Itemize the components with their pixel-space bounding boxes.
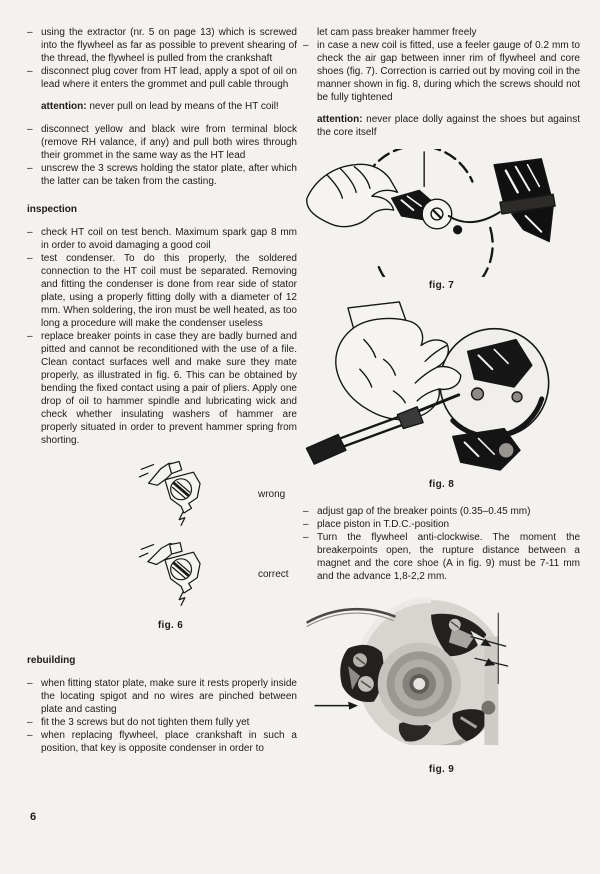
fig6-correct-row: correct	[135, 537, 297, 611]
fig6-correct-label: correct	[258, 568, 289, 580]
attention-label: attention:	[41, 101, 87, 112]
list-dash: –	[27, 331, 33, 342]
list-item-text: disconnect plug cover from HT lead, appl…	[41, 66, 297, 90]
hand-holding-flywheel-sketch	[306, 149, 556, 277]
attention-note: attention: never place dolly against the…	[303, 113, 580, 139]
attention-text: never pull on lead by means of the HT co…	[86, 101, 279, 112]
list-dash: –	[27, 66, 33, 77]
figure-9: fig. 9	[303, 597, 580, 776]
attention-text: never place dolly against the shoes but …	[317, 114, 580, 138]
fig6-caption: fig. 6	[157, 620, 184, 631]
list-item-text: disconnect yellow and black wire from te…	[41, 124, 297, 161]
list-item: – fit the 3 screws but do not tighten th…	[27, 716, 297, 729]
list-item: – check HT coil on test bench. Maximum s…	[27, 226, 297, 252]
continuation-text: let cam pass breaker hammer freely	[317, 27, 477, 38]
flywheel-photo	[304, 597, 574, 755]
list-item-text: unscrew the 3 screws holding the stator …	[41, 163, 297, 187]
list-item: – adjust gap of the breaker points (0.35…	[303, 505, 580, 518]
list-item: – in case a new coil is fitted, use a fe…	[303, 39, 580, 104]
list-dash: –	[27, 717, 33, 728]
list-item: – disconnect plug cover from HT lead, ap…	[27, 65, 297, 91]
list-item: – when fitting stator plate, make sure i…	[27, 677, 297, 716]
fig7-caption: fig. 7	[428, 280, 455, 291]
fig8-caption: fig. 8	[428, 479, 455, 490]
list-dash: –	[303, 506, 309, 517]
fig6-wrong-label: wrong	[258, 488, 286, 500]
list-item: – Turn the flywheel anti-clockwise. The …	[303, 531, 580, 583]
list-dash: –	[303, 532, 309, 543]
list-item-text: fit the 3 screws but do not tighten them…	[41, 717, 250, 728]
list-dash: –	[303, 519, 309, 530]
list-item-text: test condenser. To do this properly, the…	[41, 253, 297, 329]
list-dash: –	[27, 27, 33, 38]
list-item-text: using the extractor (nr. 5 on page 13) w…	[41, 27, 297, 64]
list-item: – test condenser. To do this properly, t…	[27, 252, 297, 330]
list-dash: –	[27, 163, 33, 174]
page-number: 6	[30, 811, 37, 823]
list-item-text: when replacing flywheel, place crankshaf…	[41, 730, 297, 754]
list-item: – when replacing flywheel, place cranksh…	[27, 729, 297, 755]
breaker-contact-wrong-sketch	[138, 460, 201, 526]
list-item: – place piston in T.D.C.-position	[303, 518, 580, 531]
list-dash: –	[303, 40, 309, 51]
list-dash: –	[27, 678, 33, 689]
fig9-caption: fig. 9	[428, 764, 455, 775]
fig6-wrong-row: wrong	[135, 457, 297, 531]
attention-label: attention:	[317, 114, 363, 125]
breaker-contact-correct-sketch	[138, 542, 201, 606]
list-item: – disconnect yellow and black wire from …	[27, 123, 297, 162]
list-item-text: adjust gap of the breaker points (0.35–0…	[317, 506, 531, 517]
figure-7: fig. 7	[303, 149, 580, 292]
section-heading-rebuilding: rebuilding	[27, 655, 76, 666]
list-item-text: Turn the flywheel anti-clockwise. The mo…	[317, 532, 580, 582]
list-item-text: when fitting stator plate, make sure it …	[41, 678, 297, 715]
list-item: – using the extractor (nr. 5 on page 13)…	[27, 26, 297, 65]
list-item: – unscrew the 3 screws holding the stato…	[27, 162, 297, 188]
list-item-text: place piston in T.D.C.-position	[317, 519, 450, 530]
list-dash: –	[27, 227, 33, 238]
figure-8: fig. 8	[303, 300, 580, 491]
attention-note: attention: never pull on lead by means o…	[27, 100, 297, 113]
figure-6: wrong correct	[27, 457, 297, 639]
section-heading-inspection: inspection	[27, 204, 78, 215]
adjustment-list: – adjust gap of the breaker points (0.35…	[303, 505, 580, 583]
list-item: – replace breaker points in case they ar…	[27, 330, 297, 447]
list-item-text: in case a new coil is fitted, use a feel…	[317, 40, 580, 103]
left-column: – using the extractor (nr. 5 on page 13)…	[27, 26, 297, 755]
list-dash: –	[27, 730, 33, 741]
list-dash: –	[27, 253, 33, 264]
list-dash: –	[27, 124, 33, 135]
list-item-text: replace breaker points in case they are …	[41, 331, 297, 446]
right-column: let cam pass breaker hammer freely – in …	[303, 26, 580, 776]
gloved-hand-screwdriver-sketch	[305, 301, 550, 471]
list-item-text: check HT coil on test bench. Maximum spa…	[41, 227, 297, 251]
